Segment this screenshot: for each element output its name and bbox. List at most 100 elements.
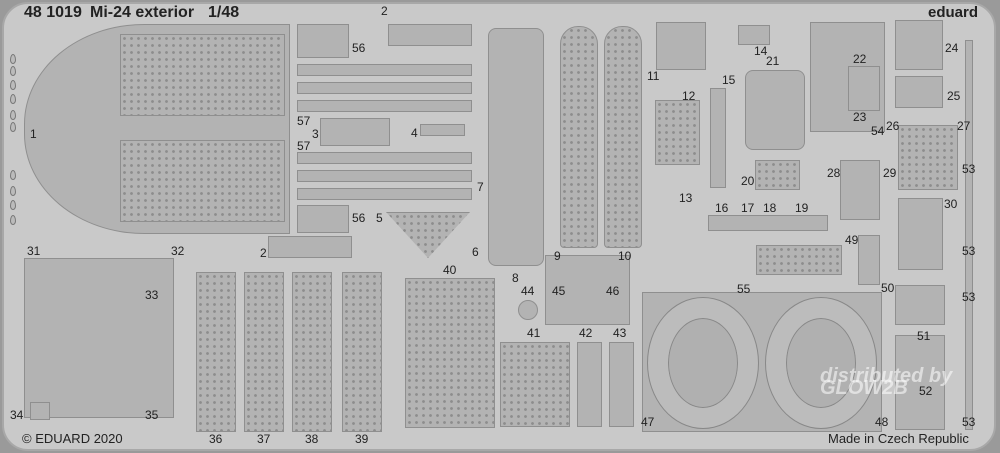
part-1-lower-ribs — [120, 140, 285, 222]
part-10 — [604, 26, 642, 248]
part-37 — [244, 272, 284, 432]
part-14 — [738, 25, 770, 45]
part-label: 55 — [737, 282, 751, 296]
drop-part — [10, 186, 16, 196]
part-label: 7 — [477, 180, 484, 194]
part-4 — [420, 124, 465, 136]
parts-16-19 — [708, 215, 828, 231]
strip — [297, 82, 472, 94]
part-label: 14 — [754, 44, 768, 58]
drop-part — [10, 80, 16, 90]
part-label: 4 — [411, 126, 418, 140]
part-21 — [745, 70, 805, 150]
part-label: 51 — [917, 329, 931, 343]
part-label: 25 — [947, 89, 961, 103]
part-label: 6 — [472, 245, 479, 259]
part-49 — [858, 235, 880, 285]
part-41 — [500, 342, 570, 427]
part-label: 44 — [521, 284, 535, 298]
parts-26-27 — [898, 125, 958, 190]
drop-part — [10, 66, 16, 76]
part-label: 16 — [715, 201, 729, 215]
drop-part — [10, 110, 16, 120]
part-38 — [292, 272, 332, 432]
parts-51-52 — [895, 335, 945, 430]
part-label: 54 — [871, 124, 885, 138]
part-53-strips — [965, 40, 973, 430]
part-39 — [342, 272, 382, 432]
part-label: 24 — [945, 41, 959, 55]
origin-text: Made in Czech Republic — [828, 431, 969, 446]
part-label: 17 — [741, 201, 755, 215]
part-label: 38 — [305, 432, 319, 446]
set-scale: 1/48 — [208, 4, 240, 21]
part-label: 2 — [260, 246, 267, 260]
part-label: 9 — [554, 249, 561, 263]
drop-part — [10, 122, 16, 132]
part-label: 30 — [944, 197, 958, 211]
part-label: 28 — [827, 166, 841, 180]
part-label: 46 — [606, 284, 620, 298]
part-40 — [405, 278, 495, 428]
part-50 — [895, 285, 945, 325]
part-label: 19 — [795, 201, 809, 215]
part-label: 23 — [853, 110, 867, 124]
part-label: 35 — [145, 408, 159, 422]
part-12 — [655, 100, 700, 165]
part-label: 33 — [145, 288, 159, 302]
part-11 — [656, 22, 706, 70]
strip — [297, 188, 472, 200]
drop-part — [10, 200, 16, 210]
part-label: 56 — [352, 41, 366, 55]
part-2 — [268, 236, 352, 258]
part-label: 8 — [512, 271, 519, 285]
part-label: 21 — [766, 54, 780, 68]
part-label: 45 — [552, 284, 566, 298]
part-47-ring — [648, 298, 758, 428]
set-code: 48 1019 — [24, 4, 82, 21]
part-label: 1 — [30, 127, 37, 141]
part-label: 40 — [443, 263, 457, 277]
part-label: 39 — [355, 432, 369, 446]
strip — [297, 100, 472, 112]
part-label: 5 — [376, 211, 383, 225]
part-22 — [848, 66, 880, 111]
part-34 — [30, 402, 50, 420]
part-label: 36 — [209, 432, 223, 446]
part-2 — [388, 24, 472, 46]
part-9 — [560, 26, 598, 248]
part-28 — [840, 160, 880, 220]
part-33-panel — [24, 258, 174, 418]
part-13 — [756, 245, 842, 275]
part-label: 41 — [527, 326, 541, 340]
part-label: 53 — [962, 415, 976, 429]
part-label: 53 — [962, 244, 976, 258]
part-20 — [755, 160, 800, 190]
brand-logo: eduard — [928, 4, 979, 21]
part-15 — [710, 88, 726, 188]
part-3 — [320, 118, 390, 146]
part-label: 10 — [618, 249, 632, 263]
copyright: © EDUARD 2020 — [22, 431, 123, 446]
strip — [297, 170, 472, 182]
part-label: 43 — [613, 326, 627, 340]
part-label: 34 — [10, 408, 24, 422]
part-label: 11 — [647, 69, 660, 83]
part-30 — [898, 198, 943, 270]
strip — [297, 152, 472, 164]
part-label: 57 — [297, 114, 311, 128]
part-24 — [895, 20, 943, 70]
part-label: 50 — [881, 281, 895, 295]
part-label: 53 — [962, 162, 976, 176]
part-label: 49 — [845, 233, 859, 247]
part-label: 2 — [381, 4, 388, 18]
part-label: 32 — [171, 244, 185, 258]
part-label: 47 — [641, 415, 655, 429]
set-title: Mi-24 exterior — [90, 4, 195, 21]
part-label: 18 — [763, 201, 777, 215]
part-42 — [577, 342, 602, 427]
part-label: 13 — [679, 191, 693, 205]
part-label: 31 — [27, 244, 41, 258]
part-label: 57 — [297, 139, 311, 153]
part-label: 52 — [919, 384, 933, 398]
